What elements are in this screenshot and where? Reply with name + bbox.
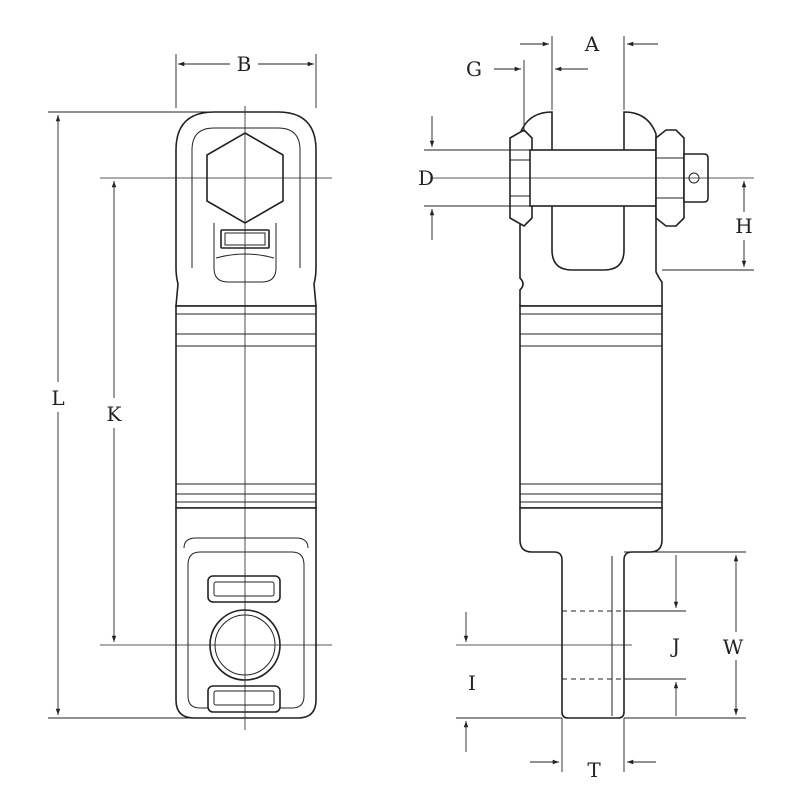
dim-label-b: B xyxy=(237,52,252,76)
dim-label-l: L xyxy=(51,386,64,410)
side-clevis xyxy=(519,111,663,307)
side-view xyxy=(430,111,754,719)
side-tang xyxy=(519,507,663,719)
side-body xyxy=(519,305,663,509)
dim-label-t: T xyxy=(587,758,601,782)
dim-label-d: D xyxy=(418,166,434,190)
front-dimensions: B L K xyxy=(48,52,317,719)
dim-label-w: W xyxy=(723,635,744,659)
front-body xyxy=(175,305,317,509)
dim-label-h: H xyxy=(735,214,752,238)
dim-label-g: G xyxy=(466,57,482,81)
front-lower-slot-bottom xyxy=(207,685,281,713)
dim-label-k: K xyxy=(107,402,123,426)
front-lower-slot-top xyxy=(207,575,281,603)
dim-label-j: J xyxy=(670,634,680,658)
dim-label-i: I xyxy=(468,671,476,695)
side-dimensions: A G D H W J I xyxy=(418,32,754,782)
front-view xyxy=(100,106,332,730)
dim-label-a: A xyxy=(584,32,600,56)
front-clevis-slot xyxy=(191,127,301,268)
